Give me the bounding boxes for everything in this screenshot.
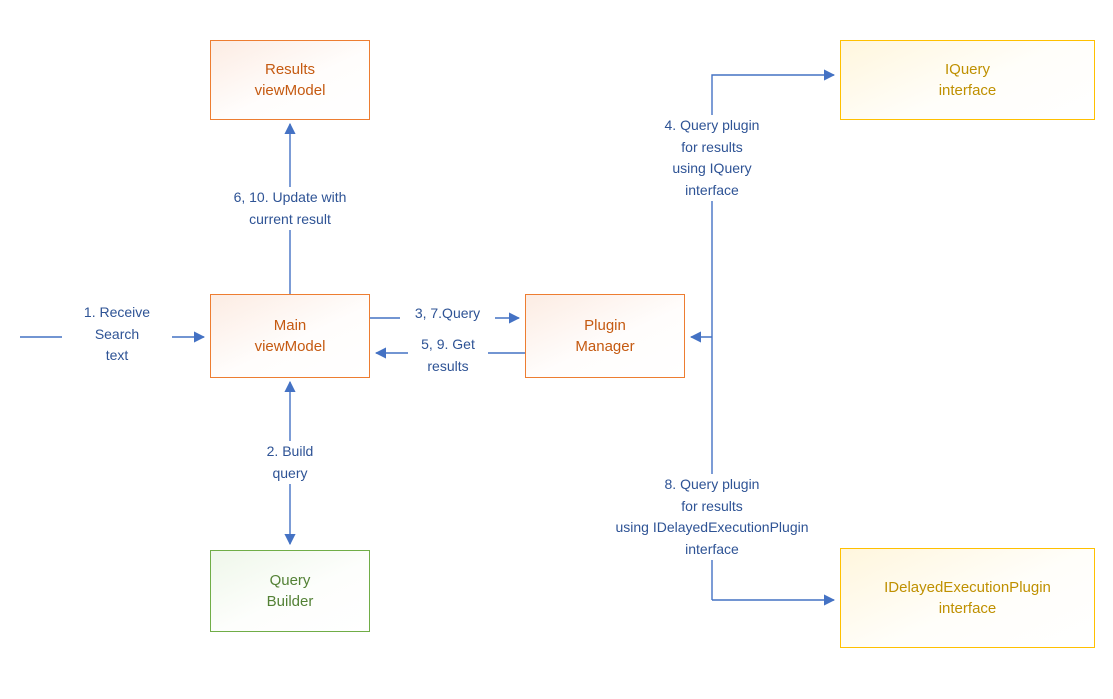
node-idelayed-interface-line1: IDelayedExecutionPlugin [884,579,1051,596]
edge-label-line: 2. Build [266,443,314,459]
edge-label-line: interface [685,181,739,198]
edge-label-line: for results [681,497,743,514]
edge-label-query-idelayed: 8. Query plugin for results using IDelay… [597,474,827,560]
edge-label-line: for results [681,138,743,155]
edge-label-update-result: 6, 10. Update with current result [215,187,365,230]
node-results-viewmodel: Results viewModel [210,40,370,120]
edge-label-query-iquery: 4. Query plugin for results using IQuery… [647,115,777,201]
edge-label-line: 3, 7.Query [414,305,481,321]
edge-label-line: using IQuery [672,160,752,176]
node-idelayed-interface-line2: interface [938,600,997,617]
node-main-viewmodel-line2: viewModel [254,338,326,355]
node-plugin-manager: Plugin Manager [525,294,685,378]
edge-label-build-query: 2. Build query [250,441,330,484]
node-main-viewmodel: Main viewModel [210,294,370,378]
edge-label-line: current result [249,210,331,227]
node-results-viewmodel-line2: viewModel [254,82,326,99]
node-results-viewmodel-line1: Results [264,61,316,78]
node-plugin-manager-line1: Plugin [584,317,626,334]
edge-label-line: interface [685,540,739,557]
edge-label-line: text [105,347,129,363]
node-idelayed-interface: IDelayedExecutionPlugin interface [840,548,1095,648]
node-main-viewmodel-line1: Main [273,317,307,334]
edge-label-line: results [427,357,469,374]
edge-label-line: using IDelayedExecutionPlugin [615,519,809,535]
node-query-builder-line2: Builder [266,593,314,610]
edge-label-line: Search [94,325,140,342]
edge-label-receive-search: 1. Receive Search text [62,302,172,367]
edge-label-query: 3, 7.Query [400,303,495,325]
edge-label-line: 1. Receive [83,304,151,320]
edge-label-line: 8. Query plugin [664,476,760,492]
node-plugin-manager-line2: Manager [575,338,635,355]
edge-label-line: 5, 9. Get [421,336,475,352]
node-query-builder: Query Builder [210,550,370,632]
node-iquery-interface-line1: IQuery [944,61,990,78]
edge-label-line: query [272,464,308,481]
node-query-builder-line1: Query [269,572,311,589]
arrow-iquery-interface [711,69,836,600]
edge-label-get-results: 5, 9. Get results [408,334,488,377]
node-iquery-interface-line2: interface [938,82,997,99]
edge-label-line: 4. Query plugin [664,117,760,133]
node-iquery-interface: IQuery interface [840,40,1095,120]
edge-label-line: 6, 10. Update with [233,189,347,205]
